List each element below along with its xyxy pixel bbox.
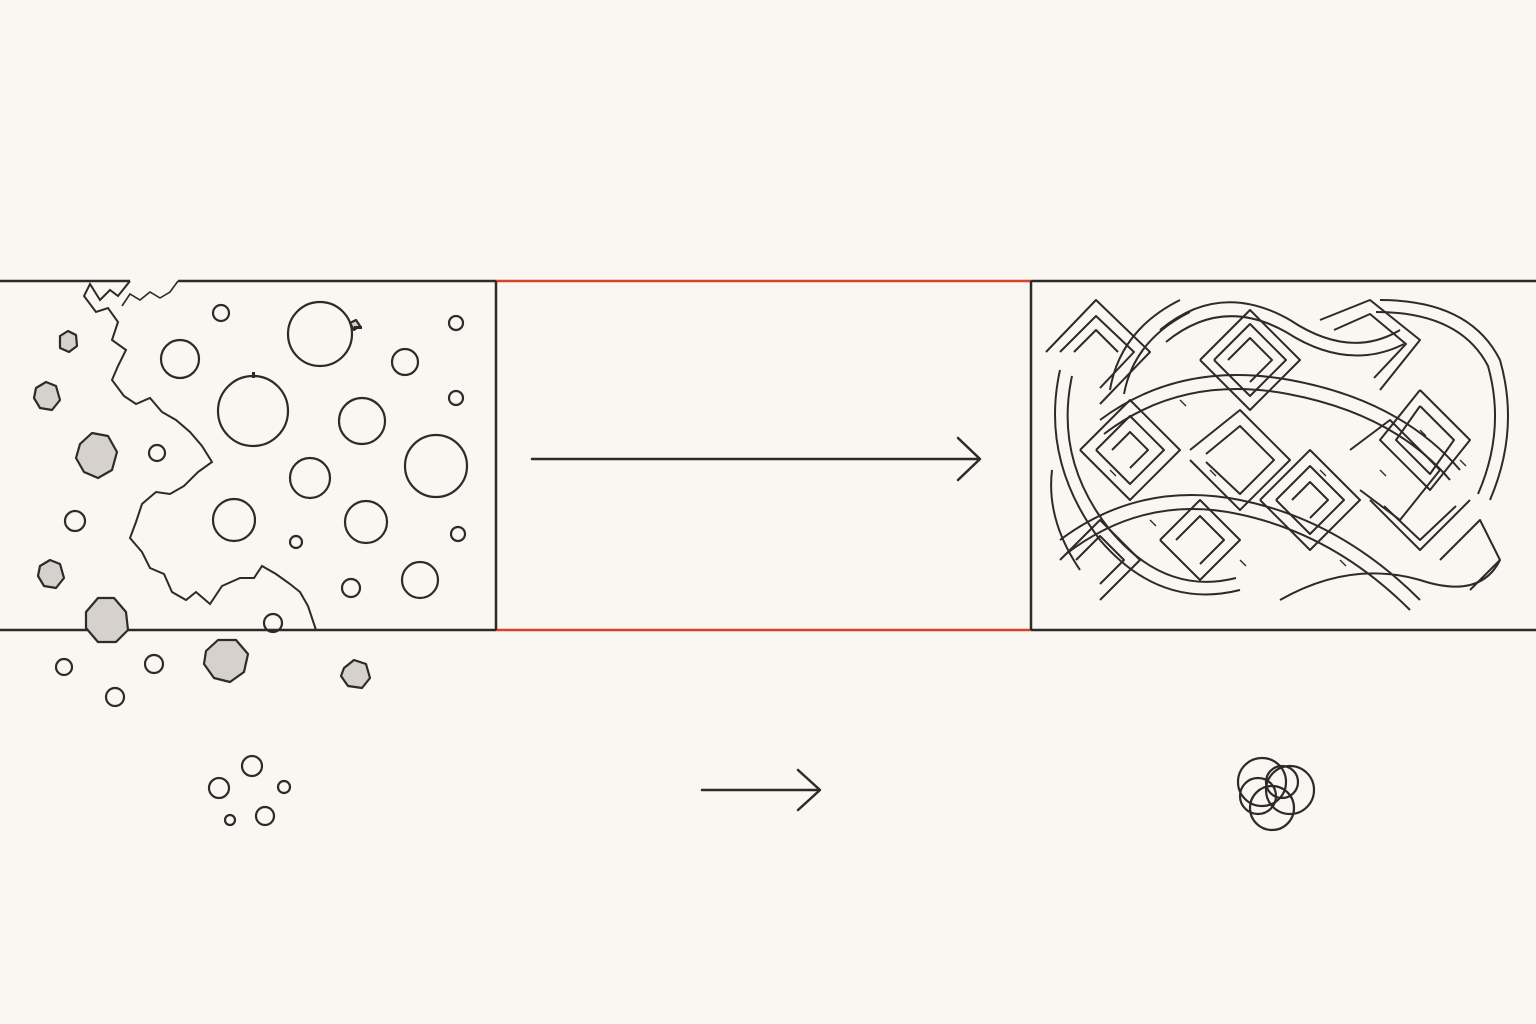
knot-chevron xyxy=(1333,313,1407,379)
cluster-circle xyxy=(276,779,292,795)
particle-circle xyxy=(403,433,469,499)
cluster-circle xyxy=(240,754,264,778)
knot-chevron xyxy=(1369,499,1471,551)
particle-circle xyxy=(286,300,354,368)
particle-circle xyxy=(343,499,389,545)
knot-chevron xyxy=(1159,499,1241,581)
knot-chevron xyxy=(1291,481,1329,519)
particle-circle xyxy=(288,456,332,500)
particle-circle xyxy=(447,314,465,332)
particle-circle xyxy=(449,525,467,543)
particle-circle xyxy=(159,338,201,380)
knot-ring xyxy=(1264,764,1300,800)
knot-chevron xyxy=(1259,449,1361,551)
knot-arc xyxy=(1165,315,1405,357)
knot-chevron xyxy=(1095,415,1165,485)
crack-line xyxy=(82,280,317,631)
knot-chevron xyxy=(1079,399,1181,501)
knot-arc xyxy=(1379,299,1509,501)
knot-chevron xyxy=(1349,419,1441,521)
knot-chevron xyxy=(1205,425,1275,495)
particle-circle xyxy=(63,509,87,533)
particle-circle xyxy=(447,389,465,407)
particle-circle xyxy=(104,686,126,708)
pebble xyxy=(32,380,62,412)
knot-pattern-panel xyxy=(1045,299,1509,611)
cluster-circle xyxy=(254,805,276,827)
knot-arc xyxy=(1065,508,1411,611)
knot-chevron xyxy=(1189,409,1291,511)
open-particles xyxy=(54,300,469,708)
overlapping-rings-knot-icon xyxy=(1236,756,1316,832)
scattered-particles-panel xyxy=(32,280,469,708)
knot-arc xyxy=(1159,301,1401,344)
knot-chevron xyxy=(1379,389,1471,491)
knot-ring xyxy=(1238,776,1278,816)
cluster-circle xyxy=(223,813,237,827)
particle-circle xyxy=(340,577,362,599)
particle-circle xyxy=(288,534,304,550)
particle-circle xyxy=(147,443,167,463)
cluster-circle xyxy=(207,776,231,800)
pebble xyxy=(339,658,372,690)
knot-chevron xyxy=(1045,299,1151,405)
knot-arc xyxy=(1375,311,1497,495)
particle-circle xyxy=(211,303,231,323)
particle-circle xyxy=(211,497,257,543)
particle-circle xyxy=(262,612,284,634)
pebble-nubs xyxy=(252,326,362,378)
pebble-nub xyxy=(252,372,255,378)
band-lines xyxy=(0,279,1536,632)
pebble xyxy=(84,596,130,644)
knot-arc xyxy=(1059,494,1421,601)
particle-circle xyxy=(337,396,387,446)
crack-branch xyxy=(121,280,179,307)
pebbles xyxy=(32,318,372,690)
knot-chevron xyxy=(1175,515,1225,565)
knot-arc xyxy=(1054,369,1241,596)
knot-tick xyxy=(1109,399,1467,567)
pebble xyxy=(36,558,66,590)
knot-chevron xyxy=(1111,431,1149,469)
transition-arrow-icon xyxy=(530,436,982,482)
pebble xyxy=(202,638,250,684)
knot-chevron xyxy=(1439,519,1501,591)
pebble-nub xyxy=(354,326,362,329)
knot-chevron xyxy=(1059,519,1141,601)
knot-chevron xyxy=(1213,323,1287,397)
particle-circle xyxy=(400,560,440,600)
knot-chevron xyxy=(1073,329,1119,353)
particle-circle xyxy=(390,347,420,377)
pebble xyxy=(74,431,119,480)
knot-arc xyxy=(1109,299,1181,391)
knot-chevron xyxy=(1395,405,1455,475)
knot-chevron xyxy=(1275,465,1345,535)
pebble xyxy=(58,329,79,354)
knot-arc xyxy=(1050,469,1081,571)
short-arrow-head xyxy=(796,768,822,812)
knot-ticks xyxy=(1109,399,1467,567)
knot-arc xyxy=(1099,374,1461,471)
knot-chevron xyxy=(1199,309,1301,411)
knot-chevron xyxy=(1319,299,1421,391)
knot-ring xyxy=(1236,756,1288,808)
knot-ring xyxy=(1264,764,1316,816)
arrow-head xyxy=(956,436,982,482)
knot-chevron xyxy=(1059,315,1135,389)
particle-circle xyxy=(54,657,74,677)
knot-arc xyxy=(1279,559,1501,601)
small-circles-cluster-icon xyxy=(207,754,292,827)
knot-chevrons xyxy=(1045,299,1501,601)
knot-arc xyxy=(1103,388,1451,481)
particle-circle xyxy=(143,653,165,675)
knot-chevron xyxy=(1075,535,1125,585)
knot-chevron xyxy=(1383,505,1457,541)
knot-chevron xyxy=(1227,337,1273,383)
particle-circle xyxy=(216,374,290,448)
short-arrow-right-icon xyxy=(700,768,822,812)
